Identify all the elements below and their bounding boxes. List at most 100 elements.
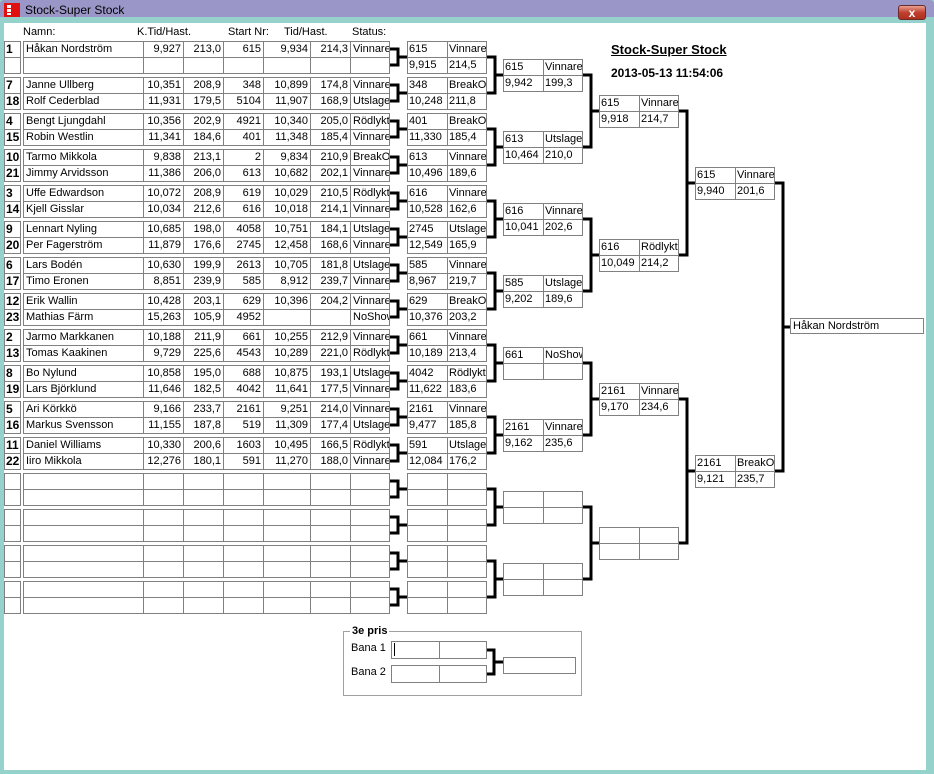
round1-start-cell[interactable] (407, 509, 448, 526)
entry-name-cell[interactable] (23, 489, 144, 506)
round1-time-cell[interactable]: 10,496 (407, 165, 448, 182)
entry-kt-cell[interactable] (143, 57, 184, 74)
entry-start-cell[interactable]: 2745 (223, 237, 264, 254)
entry-tid-cell[interactable] (263, 525, 311, 542)
round2-speed-cell[interactable] (543, 579, 583, 596)
entry-start-cell[interactable]: 4921 (223, 113, 264, 130)
entry-kt-cell[interactable]: 10,428 (143, 293, 184, 310)
round1-speed-cell[interactable]: 183,6 (447, 381, 487, 398)
entry-start-cell[interactable]: 4042 (223, 381, 264, 398)
entry-status-cell[interactable]: Utslagen (350, 221, 390, 238)
entry-name-cell[interactable]: Bo Nylund (23, 365, 144, 382)
entry-hast-cell[interactable] (310, 473, 351, 490)
entry-tid-cell[interactable] (263, 309, 311, 326)
entry-tid-cell[interactable] (263, 473, 311, 490)
round1-start-cell[interactable]: 613 (407, 149, 448, 166)
entry-kt-cell[interactable]: 9,927 (143, 41, 184, 58)
entry-name-cell[interactable] (23, 525, 144, 542)
entry-tid-cell[interactable]: 10,495 (263, 437, 311, 454)
entry-tid-cell[interactable]: 9,834 (263, 149, 311, 166)
entry-kh-cell[interactable]: 202,9 (183, 113, 224, 130)
entry-kh-cell[interactable]: 182,5 (183, 381, 224, 398)
entry-name-cell[interactable] (23, 545, 144, 562)
round1-start-cell[interactable]: 591 (407, 437, 448, 454)
entry-name-cell[interactable]: Per Fagerström (23, 237, 144, 254)
entry-status-cell[interactable]: Vinnare (350, 293, 390, 310)
entry-name-cell[interactable]: Håkan Nordström (23, 41, 144, 58)
round1-status-cell[interactable]: Utslagen (447, 221, 487, 238)
entry-tid-cell[interactable]: 10,751 (263, 221, 311, 238)
entry-kh-cell[interactable]: 225,6 (183, 345, 224, 362)
round1-status-cell[interactable]: BreakOut (447, 113, 487, 130)
entry-hast-cell[interactable]: 214,1 (310, 201, 351, 218)
entry-kh-cell[interactable] (183, 561, 224, 578)
round3-start-cell[interactable]: 616 (599, 239, 640, 256)
entry-start-cell[interactable]: 401 (223, 129, 264, 146)
entry-kt-cell[interactable]: 9,166 (143, 401, 184, 418)
round1-speed-cell[interactable] (447, 489, 487, 506)
entry-hast-cell[interactable]: 210,5 (310, 185, 351, 202)
entry-start-cell[interactable]: 2613 (223, 257, 264, 274)
round1-time-cell[interactable] (407, 597, 448, 614)
round2-start-cell[interactable] (503, 563, 544, 580)
entry-status-cell[interactable] (350, 489, 390, 506)
entry-hast-cell[interactable] (310, 509, 351, 526)
entry-kh-cell[interactable]: 179,5 (183, 93, 224, 110)
entry-name-cell[interactable]: Lennart Nyling (23, 221, 144, 238)
entry-kh-cell[interactable] (183, 473, 224, 490)
round1-time-cell[interactable] (407, 525, 448, 542)
entry-hast-cell[interactable]: 184,1 (310, 221, 351, 238)
round1-time-cell[interactable]: 9,477 (407, 417, 448, 434)
entry-hast-cell[interactable]: 205,0 (310, 113, 351, 130)
round2-time-cell[interactable]: 10,041 (503, 219, 544, 236)
entry-status-cell[interactable]: Utslagen (350, 417, 390, 434)
entry-tid-cell[interactable]: 11,270 (263, 453, 311, 470)
entry-status-cell[interactable]: Utslagen (350, 93, 390, 110)
round1-time-cell[interactable]: 11,330 (407, 129, 448, 146)
round1-start-cell[interactable]: 401 (407, 113, 448, 130)
entry-tid-cell[interactable]: 9,251 (263, 401, 311, 418)
round1-status-cell[interactable]: Vinnare (447, 329, 487, 346)
entry-kt-cell[interactable] (143, 581, 184, 598)
round2-speed-cell[interactable]: 210,0 (543, 147, 583, 164)
entry-hast-cell[interactable]: 185,4 (310, 129, 351, 146)
round1-start-cell[interactable]: 661 (407, 329, 448, 346)
round1-start-cell[interactable]: 615 (407, 41, 448, 58)
entry-name-cell[interactable]: Tarmo Mikkola (23, 149, 144, 166)
round4-status-cell[interactable]: Vinnare (735, 167, 775, 184)
entry-name-cell[interactable]: Timo Eronen (23, 273, 144, 290)
round1-status-cell[interactable]: Vinnare (447, 149, 487, 166)
entry-kh-cell[interactable]: 206,0 (183, 165, 224, 182)
round2-speed-cell[interactable]: 199,3 (543, 75, 583, 92)
round1-start-cell[interactable]: 2745 (407, 221, 448, 238)
entry-tid-cell[interactable]: 10,875 (263, 365, 311, 382)
round2-start-cell[interactable]: 616 (503, 203, 544, 220)
entry-kt-cell[interactable] (143, 489, 184, 506)
entry-status-cell[interactable]: Vinnare (350, 453, 390, 470)
entry-hast-cell[interactable]: 168,6 (310, 237, 351, 254)
entry-status-cell[interactable] (350, 57, 390, 74)
entry-hast-cell[interactable] (310, 57, 351, 74)
entry-name-cell[interactable]: Jimmy Arvidsson (23, 165, 144, 182)
round3-status-cell[interactable]: Vinnare (639, 383, 679, 400)
round1-status-cell[interactable]: Rödlykta (447, 365, 487, 382)
entry-tid-cell[interactable]: 11,907 (263, 93, 311, 110)
round2-speed-cell[interactable] (543, 363, 583, 380)
lane1-status-input[interactable] (439, 641, 487, 659)
entry-status-cell[interactable] (350, 561, 390, 578)
round1-status-cell[interactable]: BreakOut (447, 77, 487, 94)
entry-tid-cell[interactable]: 11,348 (263, 129, 311, 146)
round1-speed-cell[interactable] (447, 561, 487, 578)
round1-status-cell[interactable]: BreakOut (447, 293, 487, 310)
round3-speed-cell[interactable]: 214,7 (639, 111, 679, 128)
round3-time-cell[interactable]: 9,170 (599, 399, 640, 416)
entry-kh-cell[interactable] (183, 489, 224, 506)
entry-hast-cell[interactable]: 177,4 (310, 417, 351, 434)
entry-start-cell[interactable]: 348 (223, 77, 264, 94)
round1-speed-cell[interactable]: 185,4 (447, 129, 487, 146)
round4-speed-cell[interactable]: 201,6 (735, 183, 775, 200)
entry-tid-cell[interactable]: 10,899 (263, 77, 311, 94)
round2-status-cell[interactable]: Utslagen (543, 275, 583, 292)
entry-start-cell[interactable]: 613 (223, 165, 264, 182)
entry-kt-cell[interactable] (143, 525, 184, 542)
